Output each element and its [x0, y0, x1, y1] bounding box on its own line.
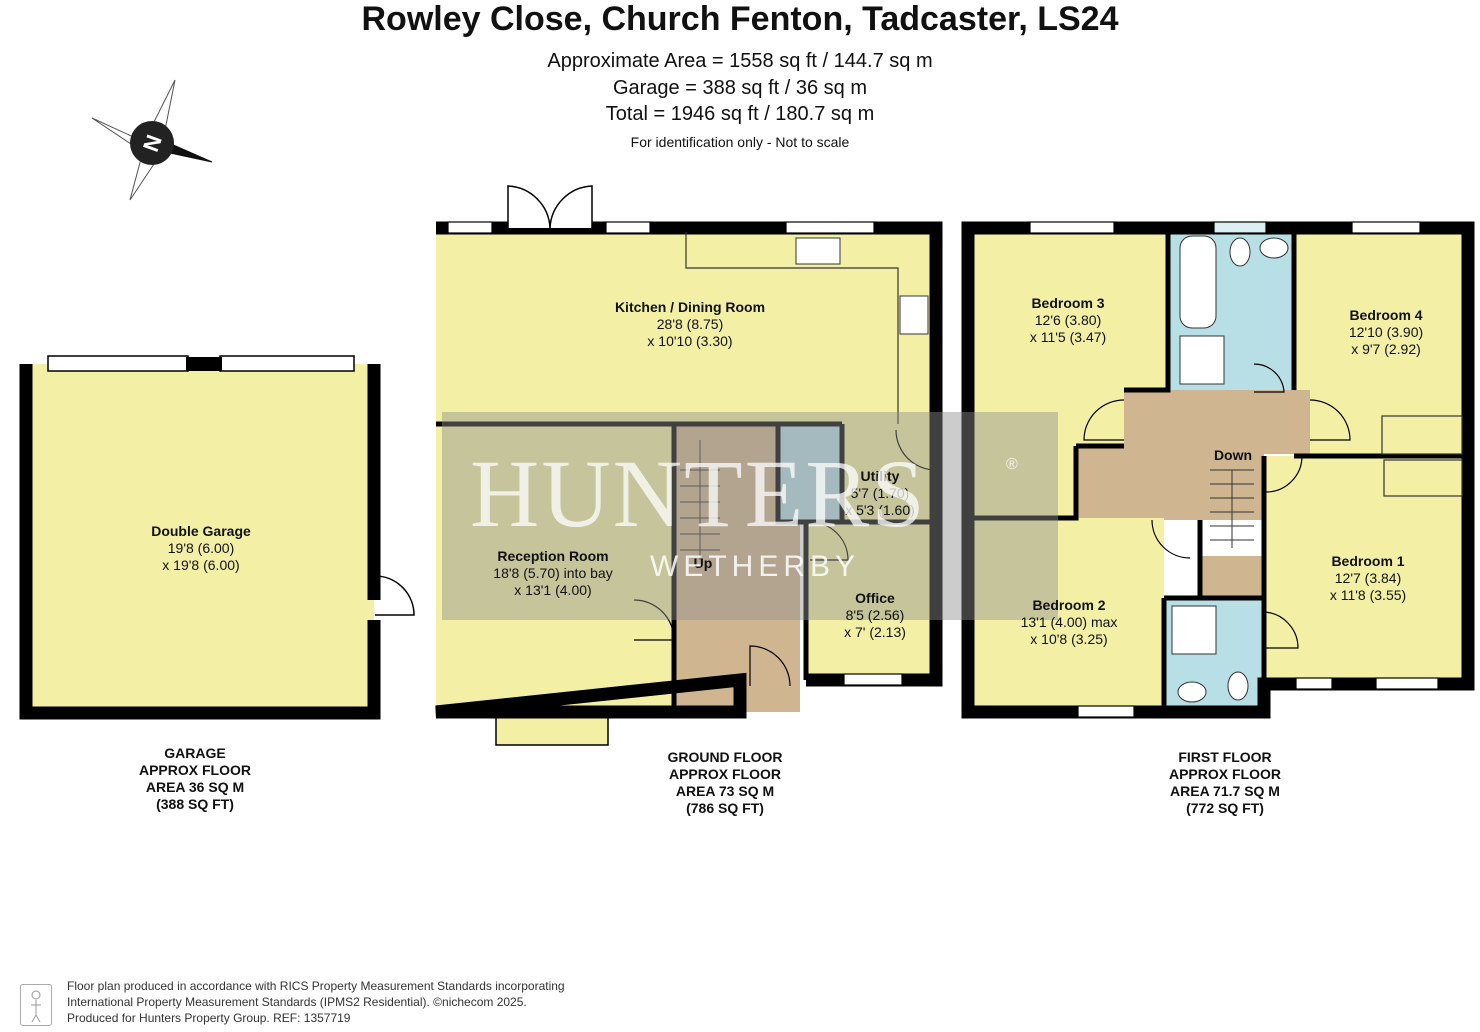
hob-icon: [899, 295, 929, 335]
garage-floor-label: GARAGE APPROX FLOOR AREA 36 SQ M (388 SQ…: [138, 745, 251, 812]
total-area-text: Total = 1946 sq ft / 180.7 sq m: [605, 103, 875, 125]
approx-area-text: Approximate Area = 1558 sq ft / 144.7 sq…: [547, 50, 933, 72]
bedroom4-dim2: x 9'7 (2.92): [1351, 341, 1421, 357]
garage-side-door: [374, 575, 415, 616]
bedroom1-dim1: 12'7 (3.84): [1335, 570, 1402, 586]
garage-door-right: [219, 355, 355, 372]
compass-icon: N: [91, 79, 213, 201]
bedroom3-dim1: 12'6 (3.80): [1035, 312, 1102, 328]
not-to-scale-note: For identification only - Not to scale: [630, 134, 850, 150]
garage-walls: [19, 364, 381, 720]
bath-icon: [1179, 235, 1217, 329]
office-name: Office: [855, 590, 895, 606]
wc-floor: [778, 426, 842, 522]
footer-line-1: Floor plan produced in accordance with R…: [67, 979, 565, 993]
bedroom2-name: Bedroom 2: [1032, 597, 1105, 613]
page-title: Rowley Close, Church Fenton, Tadcaster, …: [361, 0, 1119, 38]
garage-dim2: x 19'8 (6.00): [162, 557, 239, 573]
reception-dim2: x 13'1 (4.00): [514, 582, 591, 598]
reception-dim1: 18'8 (5.70) into bay: [493, 565, 612, 581]
reception-name: Reception Room: [497, 548, 608, 564]
garage-dim1: 19'8 (6.00): [168, 540, 235, 556]
toilet-icon: [1229, 237, 1251, 267]
stairs-down-label: Down: [1214, 447, 1252, 463]
bedroom1-name: Bedroom 1: [1331, 553, 1404, 569]
french-doors: [507, 185, 593, 229]
bedroom1-dim2: x 11'8 (3.55): [1330, 587, 1406, 603]
utility-dim2: x 5'3 (1.60): [845, 502, 915, 518]
bedroom3-name: Bedroom 3: [1031, 295, 1104, 311]
office-floor: [806, 522, 936, 680]
stairs-up-label: Up: [694, 555, 713, 571]
garage-area-text: Garage = 388 sq ft / 36 sq m: [612, 77, 868, 99]
office-dim2: x 7' (2.13): [844, 624, 906, 640]
garage-floor: [26, 364, 374, 713]
first-stairs: [1210, 469, 1254, 548]
ground-floor-label: GROUND FLOOR APPROX FLOOR AREA 73 SQ M (…: [667, 749, 783, 816]
footer-line-2: International Property Measurement Stand…: [67, 995, 527, 1009]
shower-icon: [1179, 335, 1225, 385]
ensuite-shower-icon: [1171, 605, 1217, 655]
ground-stairs: [680, 440, 720, 560]
bedroom4-dim1: 12'10 (3.90): [1349, 324, 1423, 340]
garage-name: Double Garage: [151, 523, 251, 539]
sink-icon: [795, 237, 841, 265]
ground-floor-block: [435, 185, 943, 746]
utility-dim1: 5'7 (1.70): [851, 485, 910, 501]
bedroom3-dim2: x 11'5 (3.47): [1030, 329, 1106, 345]
garage-block: [19, 355, 415, 720]
kitchen-dim2: x 10'10 (3.30): [647, 333, 732, 349]
basin-icon: [1259, 237, 1289, 259]
watermark-brand: HUNTERS: [470, 440, 927, 547]
watermark-panel: [442, 412, 1058, 620]
first-floor-label: FIRST FLOOR APPROX FLOOR AREA 71.7 SQ M …: [1168, 749, 1281, 816]
person-icon: [20, 984, 52, 1026]
garage-door-left: [47, 355, 189, 372]
bedroom2-dim1: 13'1 (4.00) max: [1021, 614, 1118, 630]
bedroom2-dim2: x 10'8 (3.25): [1030, 631, 1107, 647]
first-floor-block: [961, 221, 1475, 719]
utility-floor: [842, 426, 936, 522]
office-dim1: 8'5 (2.56): [846, 607, 905, 623]
reception-floor: [436, 426, 674, 712]
kitchen-dim1: 28'8 (8.75): [657, 316, 724, 332]
kitchen-name: Kitchen / Dining Room: [615, 299, 765, 315]
bedroom4-name: Bedroom 4: [1349, 307, 1422, 323]
watermark-registered-mark: ®: [1006, 456, 1018, 473]
utility-name: Utility: [861, 468, 900, 484]
footer-text: Floor plan produced in accordance with R…: [67, 978, 565, 1026]
watermark-branch: WETHERBY: [650, 550, 861, 583]
footer-line-3: Produced for Hunters Property Group. REF…: [67, 1011, 351, 1025]
